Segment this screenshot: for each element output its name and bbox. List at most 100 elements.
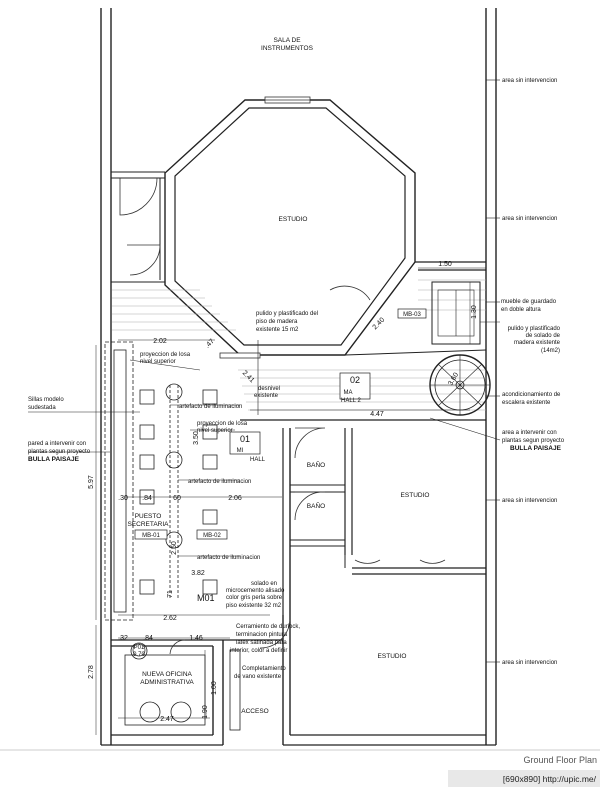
note-escalera-2: escalera existente bbox=[502, 400, 551, 406]
note-pulido-r-4: (14m2) bbox=[541, 348, 560, 354]
note-solado-1: solado en bbox=[251, 581, 277, 587]
footer-tag: [690x890] http://upic.me/ bbox=[503, 774, 597, 784]
note-mueble-1: mueble de guardado bbox=[501, 299, 557, 305]
note-desnivel-1: desnivel bbox=[258, 386, 280, 392]
room-estudio-2: ESTUDIO bbox=[401, 492, 430, 499]
tag-hall-01-num: 01 bbox=[240, 434, 250, 444]
note-area-4: area sin intervencion bbox=[502, 660, 557, 666]
dim-278: 2.78 bbox=[88, 665, 95, 679]
dim-241: 2.41 bbox=[241, 370, 256, 385]
note-pulido-r-3: madera existente bbox=[514, 340, 561, 346]
storage-cabinet bbox=[431, 281, 481, 345]
tag-hall-02-name: MA bbox=[344, 390, 353, 396]
dim-250: 2.50 bbox=[171, 541, 178, 555]
dim-60: 60 bbox=[173, 495, 181, 502]
dim-32: .32 bbox=[118, 635, 128, 642]
tag-p01-b: 0.70 bbox=[133, 652, 145, 658]
note-plantas-r-1: area a intervenir con bbox=[502, 430, 557, 436]
note-pulido-l-3: existente 15 m2 bbox=[256, 327, 299, 333]
note-sillas-1: Sillas modelo bbox=[28, 397, 64, 403]
dim-447: 4.47 bbox=[370, 411, 384, 418]
dimension-lines bbox=[95, 267, 486, 735]
room-sala-line2: INSTRUMENTOS bbox=[261, 45, 314, 52]
dim-382: 3.82 bbox=[191, 570, 205, 577]
room-puesto-line1: PUESTO bbox=[135, 513, 162, 520]
note-completamiento-1: Completamiento bbox=[242, 666, 286, 672]
note-desnivel-2: existente bbox=[254, 393, 279, 399]
note-proy2-2: nivel superior bbox=[197, 428, 233, 434]
note-pulido-l-2: piso de madera bbox=[256, 319, 298, 325]
note-mueble-2: en doble altura bbox=[501, 307, 541, 313]
note-proy1-1: proyeccion de losa bbox=[140, 352, 191, 358]
note-completamiento-2: de vano existente bbox=[234, 674, 282, 680]
note-art-1: artefacto de iluminacion bbox=[179, 404, 242, 410]
leader-lines bbox=[28, 79, 501, 663]
dim-71: 71 bbox=[167, 590, 174, 598]
note-escalera-1: acondicionamiento de bbox=[502, 392, 561, 398]
dim-150: 1.50 bbox=[438, 261, 452, 268]
room-bano-1: BAÑO bbox=[307, 460, 325, 469]
tag-mb03-text: MB-03 bbox=[403, 312, 421, 318]
dim-360: 3.60 bbox=[447, 372, 460, 387]
note-solado-2: microcemento alisado bbox=[226, 588, 285, 594]
dim-190: 1.90 bbox=[202, 705, 209, 719]
footer-title: Ground Floor Plan bbox=[523, 755, 597, 765]
tag-hall-01: 01 MI HALL bbox=[229, 431, 266, 463]
note-proy2-1: proyeccion de losa bbox=[197, 421, 248, 427]
tag-hall-01-name: MI bbox=[237, 448, 244, 454]
dim-146: 1.46 bbox=[189, 635, 203, 642]
light-fixtures bbox=[165, 383, 183, 549]
dim-350: 3.50 bbox=[193, 431, 200, 445]
room-acceso: ACCESO bbox=[241, 708, 268, 715]
dim-247: 2.47 bbox=[160, 716, 174, 723]
note-solado-4: piso existente 32 m2 bbox=[226, 603, 282, 609]
note-area-3: area sin intervencion bbox=[502, 498, 557, 504]
note-area-2: area sin intervencion bbox=[502, 216, 557, 222]
dim-130: 1.30 bbox=[471, 305, 478, 319]
tag-hall-01-label: HALL bbox=[250, 457, 266, 463]
room-bano-2: BAÑO bbox=[307, 501, 325, 510]
note-pulido-r-2: de solado de bbox=[526, 333, 561, 339]
note-proy1-2: nivel superior bbox=[140, 359, 176, 365]
tag-hall-02: 02 MA HALL 2 bbox=[339, 372, 371, 404]
tag-mb01: MB-01 bbox=[134, 529, 168, 540]
note-cerramiento-4: interior, color a definir bbox=[230, 648, 287, 654]
dim-84a: .84 bbox=[142, 495, 152, 502]
tag-mb03: MB-03 bbox=[397, 308, 427, 319]
dim-202: 2.02 bbox=[153, 338, 167, 345]
note-cerramiento-1: Cerramiento de durlock, bbox=[236, 624, 300, 630]
octagon-windows bbox=[219, 96, 311, 359]
note-art-3: artefacto de iluminacion bbox=[197, 555, 260, 561]
note-art-2: artefacto de iluminacion bbox=[188, 479, 251, 485]
note-solado-3: color gris perla sobre bbox=[226, 595, 283, 601]
note-plantas-r-3: BULLA PAISAJE bbox=[510, 445, 562, 452]
dim-100: 1.00 bbox=[211, 681, 218, 695]
spiral-staircase bbox=[429, 354, 491, 416]
walls bbox=[100, 8, 497, 746]
note-pulido-l-1: pulido y plastificado del bbox=[256, 311, 318, 317]
note-pared-1: pared a intervenir con bbox=[28, 441, 86, 447]
note-cerramiento-3: latex satinada para bbox=[236, 640, 287, 646]
dim-30: .30 bbox=[118, 495, 128, 502]
doors bbox=[119, 177, 446, 655]
dim-206: 2.06 bbox=[228, 495, 242, 502]
note-area-1: area sin intervencion bbox=[502, 78, 557, 84]
note-pared-2: plantas segun proyecto bbox=[28, 449, 91, 455]
room-sala-line1: SALA DE bbox=[273, 37, 301, 44]
room-puesto-line2: SECRETARIA bbox=[127, 521, 169, 528]
note-cerramiento-2: terminacion pintura bbox=[236, 632, 288, 638]
tag-m01: M01 bbox=[197, 593, 215, 603]
note-pulido-r-1: pulido y plastificado bbox=[508, 326, 561, 332]
note-sillas-2: sudestada bbox=[28, 405, 56, 411]
room-estudio-3: ESTUDIO bbox=[378, 653, 407, 660]
dim-240: 2.40 bbox=[372, 317, 387, 332]
room-estudio-1: ESTUDIO bbox=[279, 216, 308, 223]
room-oficina-line2: ADMINISTRATIVA bbox=[140, 679, 194, 686]
tag-p01-a: P01 bbox=[134, 645, 145, 651]
tag-hall-02-label: HALL 2 bbox=[341, 398, 361, 404]
tag-mb01-text: MB-01 bbox=[142, 533, 160, 539]
room-oficina-line1: NUEVA OFICINA bbox=[142, 671, 192, 678]
footer-tag-bg bbox=[448, 770, 600, 787]
dim-47: .47 bbox=[204, 338, 216, 350]
tag-p01: P01 0.70 bbox=[132, 643, 145, 658]
